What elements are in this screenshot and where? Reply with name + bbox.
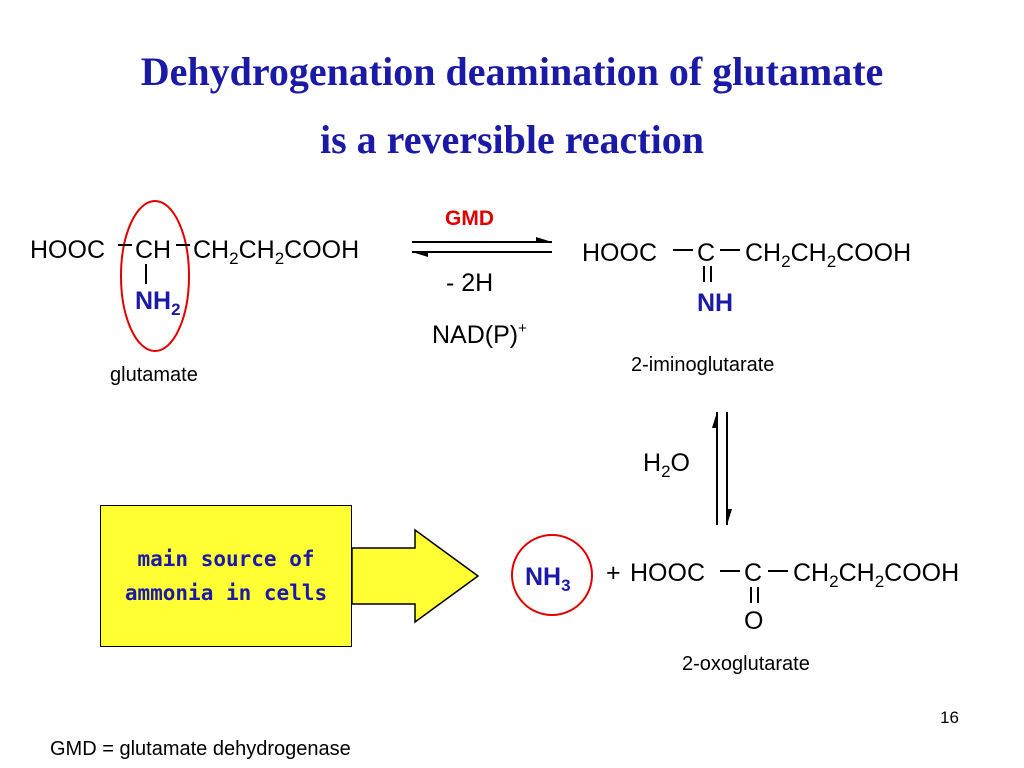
plus-sign: + xyxy=(606,559,621,587)
callout-line2: ammonia in cells xyxy=(124,581,328,605)
imino-double-bond-a xyxy=(703,266,705,282)
callout-line1: main source of xyxy=(137,547,315,571)
dehydrogenation-label: - 2H xyxy=(446,269,494,297)
oxoglutarate-label: 2-oxoglutarate xyxy=(682,653,810,675)
cofactor-label: NAD(P)+ xyxy=(432,320,527,349)
reversible-arrow-vertical xyxy=(712,412,732,525)
slide-title-line1: Dehydrogenation deamination of glutamate xyxy=(140,49,884,94)
imino-c: C xyxy=(697,239,716,267)
oxo-chain: CH2CH2COOH xyxy=(793,559,960,591)
oxo-bond-1 xyxy=(720,570,740,572)
iminoglutarate-label: 2-iminoglutarate xyxy=(631,354,775,376)
glutamate-bond-2 xyxy=(176,244,190,246)
oxo-c: C xyxy=(744,559,763,587)
imino-bond-1 xyxy=(673,249,693,251)
oxo-double-bond-b xyxy=(757,587,759,603)
ammonia-product: NH3 xyxy=(525,563,571,595)
oxo-hooc: HOOC xyxy=(630,559,705,587)
oxo-oxygen: O xyxy=(744,607,764,635)
footnote: GMD = glutamate dehydrogenase xyxy=(50,738,351,760)
callout-block-arrow xyxy=(351,528,480,624)
imino-double-bond-b xyxy=(710,266,712,282)
ammonia-highlight-ring xyxy=(511,534,593,616)
ammonia-source-callout: main source of ammonia in cells xyxy=(100,505,352,647)
enzyme-label: GMD xyxy=(445,207,494,230)
glutamate-label: glutamate xyxy=(110,364,198,386)
imino-chain: CH2CH2COOH xyxy=(745,239,912,271)
amino-group-highlight-ring xyxy=(120,200,190,352)
slide-title-line2: is a reversible reaction xyxy=(320,117,704,162)
imino-group: NH xyxy=(697,289,734,317)
water-label: H2O xyxy=(643,449,690,481)
glutamate-amino-bond xyxy=(145,264,147,284)
imino-hooc: HOOC xyxy=(582,239,657,267)
glutamate-chain: CH2CH2COOH xyxy=(193,236,360,268)
glutamate-hooc: HOOC xyxy=(30,236,105,264)
glutamate-ch: CH xyxy=(135,236,172,264)
glutamate-bond-1 xyxy=(118,244,132,246)
reversible-arrow-horizontal xyxy=(412,237,552,257)
glutamate-amino-group: NH2 xyxy=(135,287,181,319)
page-number: 16 xyxy=(940,708,959,727)
imino-bond-2 xyxy=(720,249,740,251)
oxo-double-bond-a xyxy=(750,587,752,603)
oxo-bond-2 xyxy=(768,570,788,572)
